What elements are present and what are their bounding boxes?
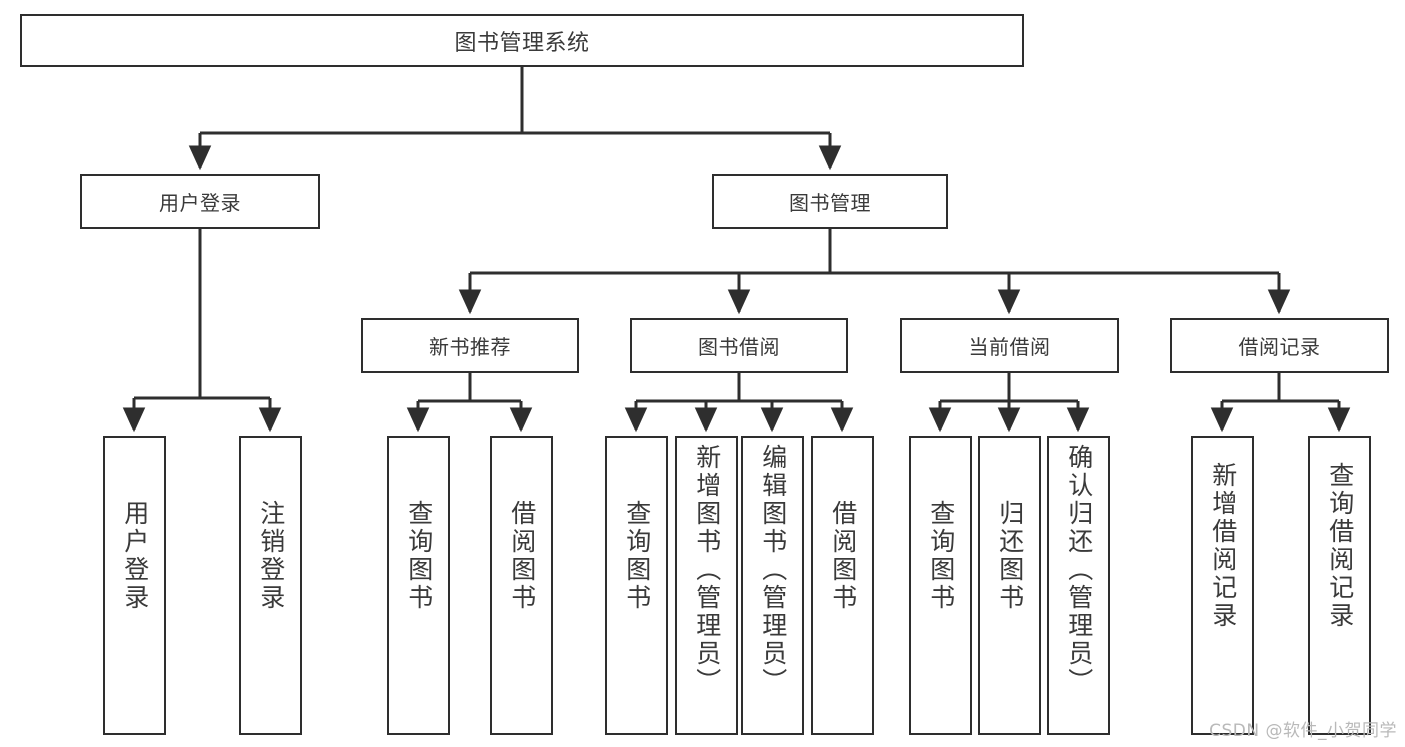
leaf-query-borrow-record[interactable]: 查询借阅记录 xyxy=(1308,436,1371,735)
node-label: 借阅图书 xyxy=(828,500,858,612)
node-label: 编辑图书（管理员） xyxy=(758,444,788,696)
leaf-add-book-admin[interactable]: 新增图书（管理员） xyxy=(675,436,738,735)
watermark: CSDN @软件_小贺同学 xyxy=(1209,721,1397,741)
node-label: 查询图书 xyxy=(622,500,652,612)
node-book-management[interactable]: 图书管理 xyxy=(712,174,948,229)
node-label: 新书推荐 xyxy=(429,335,511,359)
node-label: 当前借阅 xyxy=(968,335,1051,359)
node-label: 确认归还（管理员） xyxy=(1064,444,1094,696)
node-label: 归还图书 xyxy=(995,500,1025,612)
node-label: 用户登录 xyxy=(120,500,150,612)
node-root-system[interactable]: 图书管理系统 xyxy=(20,14,1024,67)
node-label: 图书管理 xyxy=(789,191,871,215)
leaf-add-borrow-record[interactable]: 新增借阅记录 xyxy=(1191,436,1254,735)
node-label: 查询图书 xyxy=(404,500,434,612)
leaf-query-book-new[interactable]: 查询图书 xyxy=(387,436,450,735)
node-label: 用户登录 xyxy=(159,191,241,215)
node-borrow-record[interactable]: 借阅记录 xyxy=(1170,318,1389,373)
node-new-book-recommend[interactable]: 新书推荐 xyxy=(361,318,579,373)
leaf-query-book-borrow[interactable]: 查询图书 xyxy=(605,436,668,735)
node-label: 新增借阅记录 xyxy=(1208,462,1238,630)
node-label: 新增图书（管理员） xyxy=(692,444,722,696)
leaf-confirm-return-admin[interactable]: 确认归还（管理员） xyxy=(1047,436,1110,735)
node-label: 图书借阅 xyxy=(698,335,780,359)
node-book-borrow[interactable]: 图书借阅 xyxy=(630,318,848,373)
node-label: 查询图书 xyxy=(926,500,956,612)
leaf-query-book-current[interactable]: 查询图书 xyxy=(909,436,972,735)
node-label: 借阅记录 xyxy=(1238,335,1321,359)
node-label: 图书管理系统 xyxy=(454,30,590,56)
leaf-logout[interactable]: 注销登录 xyxy=(239,436,302,735)
node-label: 查询借阅记录 xyxy=(1325,462,1355,630)
leaf-borrow-book[interactable]: 借阅图书 xyxy=(811,436,874,735)
leaf-borrow-book-new[interactable]: 借阅图书 xyxy=(490,436,553,735)
node-current-borrow[interactable]: 当前借阅 xyxy=(900,318,1119,373)
leaf-return-book[interactable]: 归还图书 xyxy=(978,436,1041,735)
node-label: 借阅图书 xyxy=(507,500,537,612)
leaf-user-login[interactable]: 用户登录 xyxy=(103,436,166,735)
leaf-edit-book-admin[interactable]: 编辑图书（管理员） xyxy=(741,436,804,735)
node-user-login[interactable]: 用户登录 xyxy=(80,174,320,229)
node-label: 注销登录 xyxy=(256,500,286,612)
